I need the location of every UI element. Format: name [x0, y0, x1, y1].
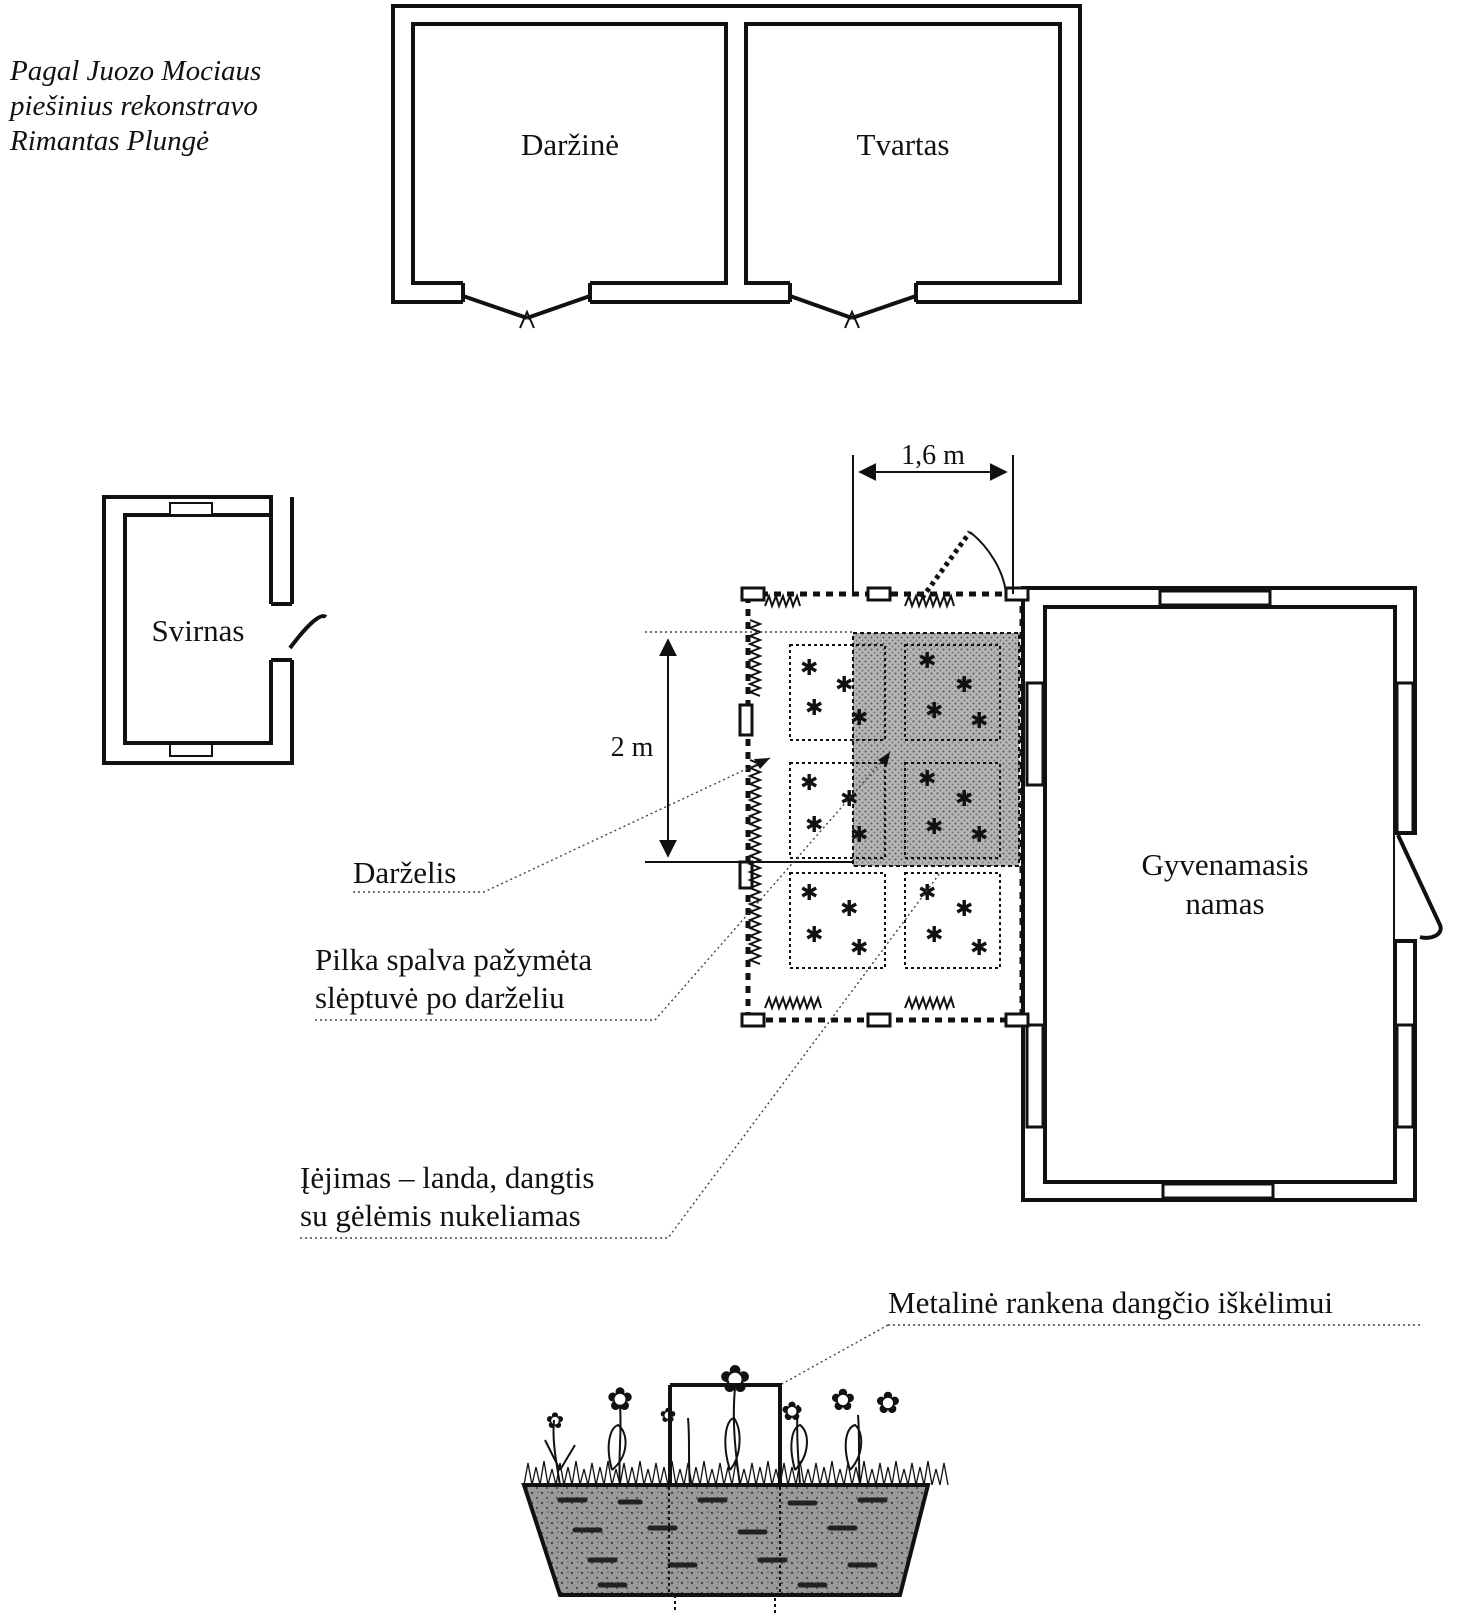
svg-text:✱: ✱: [925, 698, 943, 723]
granary-label: Svirnas: [152, 613, 245, 648]
entrance-callout-line-2: su gėlėmis nukeliamas: [300, 1198, 581, 1233]
house-label-line-1: Gyvenamasis: [1141, 847, 1308, 882]
callouts: Darželis Pilka spalva pažymėta slėptuvė …: [300, 751, 1420, 1386]
flower-bed: [904, 872, 1001, 969]
svg-text:✱: ✱: [925, 814, 943, 839]
flower-bed: [789, 872, 886, 969]
garden-callout: Darželis: [353, 855, 456, 890]
svg-text:✱: ✱: [840, 786, 858, 811]
barn-shed-label: Daržinė: [521, 127, 619, 162]
barn-and-stable: Daržinė Tvartas: [391, 4, 1082, 329]
svg-text:✱: ✱: [970, 708, 988, 733]
svg-text:✿: ✿: [546, 1408, 564, 1433]
hideout-callout-line-2: slėptuvė po darželiu: [315, 980, 565, 1015]
svg-text:✱: ✱: [918, 766, 936, 791]
svg-text:✱: ✱: [955, 672, 973, 697]
entrance-callout-line-1: Įėjimas – landa, dangtis: [300, 1160, 594, 1195]
svg-text:✱: ✱: [850, 935, 868, 960]
svg-text:✿: ✿: [781, 1397, 803, 1426]
svg-text:✱: ✱: [970, 822, 988, 847]
granary: Svirnas: [102, 495, 328, 765]
svg-text:✿: ✿: [830, 1384, 855, 1417]
credit-line-2: piešinius rekonstravo: [8, 90, 258, 122]
svg-text:✿: ✿: [719, 1359, 751, 1401]
svg-text:✱: ✱: [970, 935, 988, 960]
svg-text:✱: ✱: [840, 896, 858, 921]
credit: Pagal Juozo Mociaus piešinius rekonstrav…: [8, 55, 261, 157]
flower-bed: [789, 762, 886, 859]
handle-callout: Metalinė rankena dangčio iškėlimui: [888, 1285, 1333, 1320]
svg-text:✿: ✿: [660, 1405, 677, 1427]
svg-text:✱: ✱: [925, 922, 943, 947]
credit-line-1: Pagal Juozo Mociaus: [9, 55, 261, 87]
hideout-shaded-area: [852, 632, 1020, 867]
stable-label: Tvartas: [857, 127, 950, 162]
flower-garden: ✱ ✱ ✱ ✱ ✱ ✱ ✱ ✱ ✱ ✱ ✱ ✱ ✱ ✱ ✱ ✱ ✱ ✱ ✱ ✱ ✱ ✱ ✱ ✱ 1,6 m 2 m: [611, 440, 1030, 1028]
svg-text:✱: ✱: [805, 695, 823, 720]
flower-bed: [789, 644, 886, 741]
lid-cross-section: ✿ ✿ ✿ ✿ ✿ ✿ ✿: [521, 1359, 949, 1613]
svg-text:✿: ✿: [607, 1381, 634, 1417]
svg-text:✱: ✱: [805, 812, 823, 837]
svg-text:✱: ✱: [918, 880, 936, 905]
svg-text:✱: ✱: [918, 648, 936, 673]
flower-bed: [904, 762, 1001, 859]
svg-text:✱: ✱: [800, 655, 818, 680]
svg-text:✱: ✱: [805, 922, 823, 947]
svg-text:✱: ✱: [835, 672, 853, 697]
svg-text:✱: ✱: [800, 880, 818, 905]
house-label-line-2: namas: [1185, 886, 1264, 921]
length-dimension-label: 2 m: [611, 732, 654, 763]
credit-line-3: Rimantas Plungė: [9, 125, 209, 157]
width-dimension-label: 1,6 m: [901, 440, 965, 471]
svg-text:✱: ✱: [800, 770, 818, 795]
hideout-callout-line-1: Pilka spalva pažymėta: [315, 942, 592, 977]
svg-text:✱: ✱: [850, 705, 868, 730]
svg-text:✱: ✱: [955, 786, 973, 811]
house: Gyvenamasis namas: [1021, 586, 1443, 1202]
svg-text:✿: ✿: [875, 1387, 900, 1420]
svg-text:✱: ✱: [850, 822, 868, 847]
flower-bed: [904, 644, 1001, 741]
svg-text:✱: ✱: [955, 896, 973, 921]
